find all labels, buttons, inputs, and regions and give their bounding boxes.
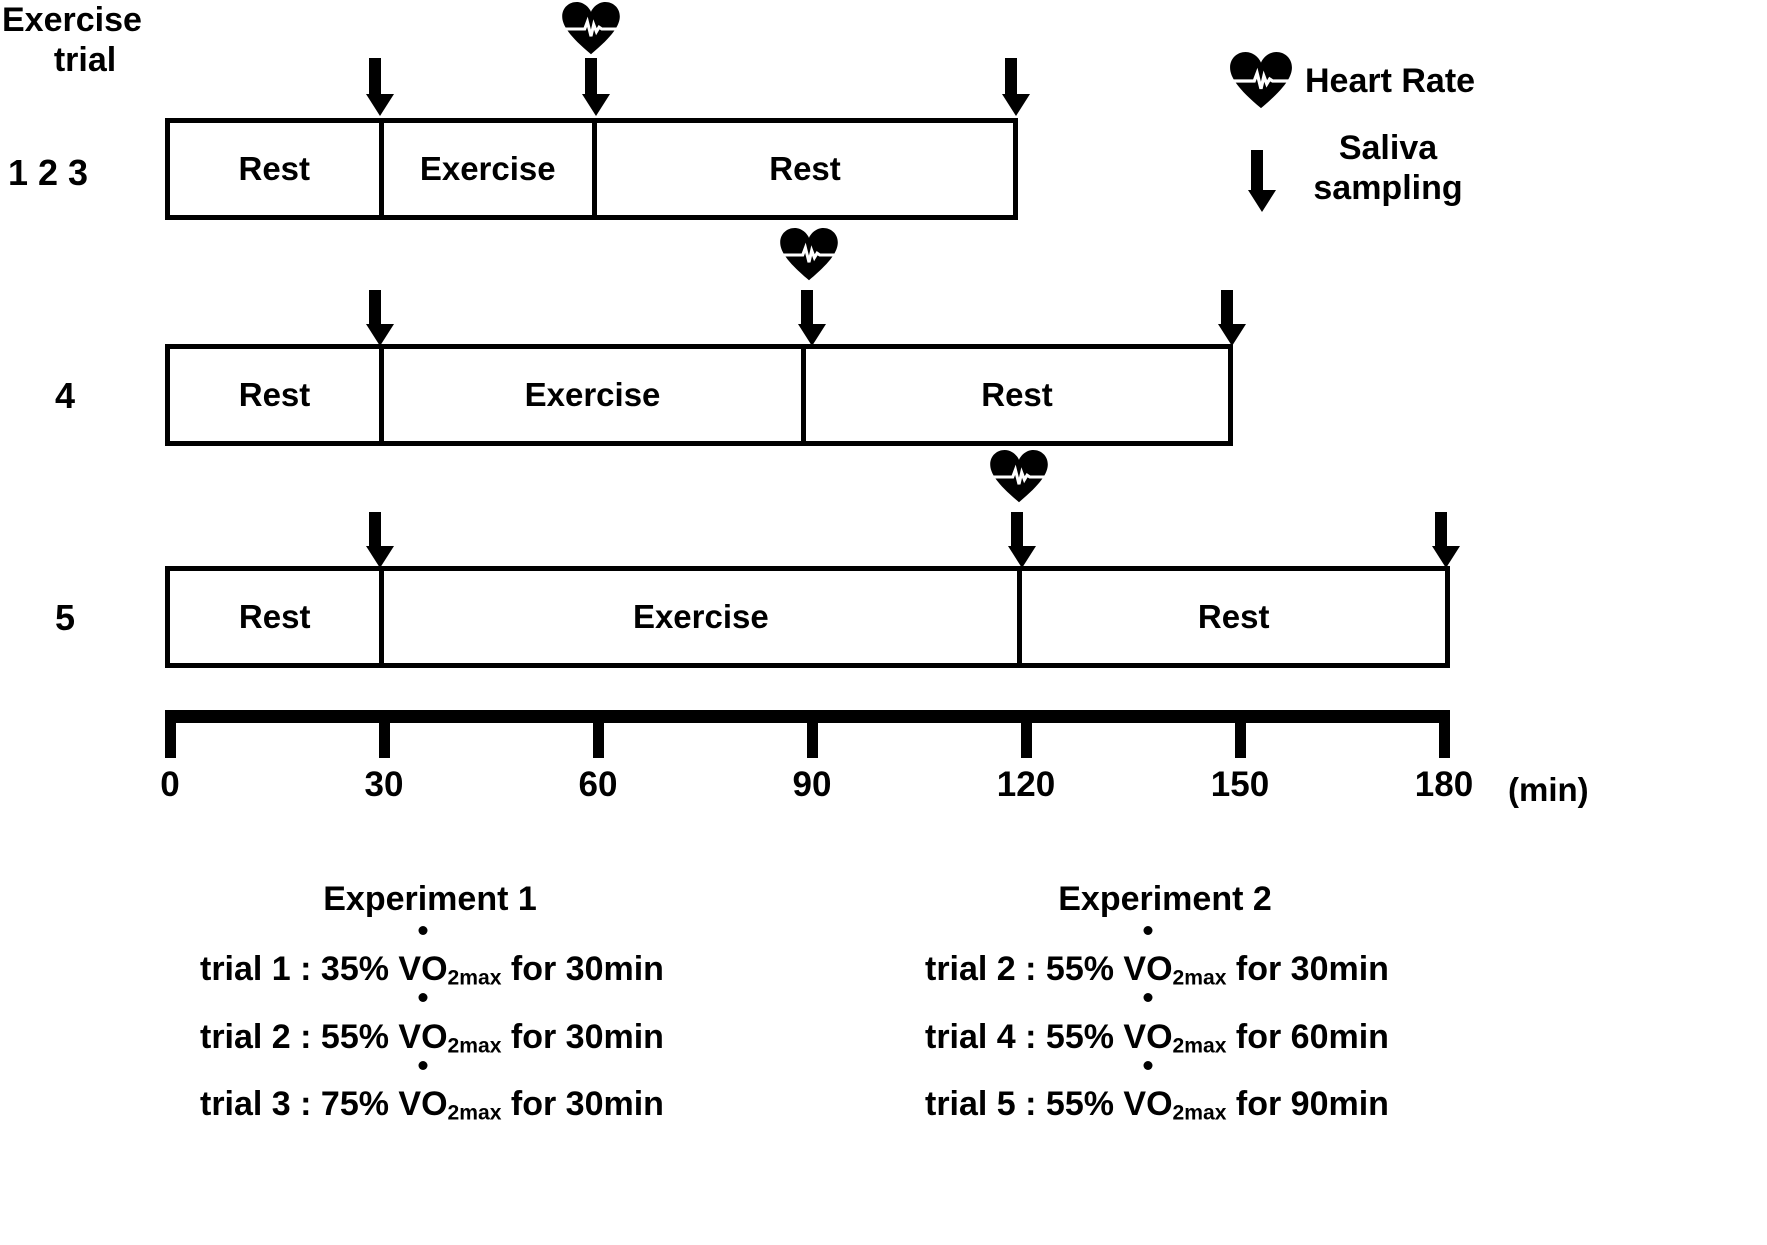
heart-rate-marker-row-3-120 (990, 450, 1048, 504)
axis-tick-label-30: 30 (364, 765, 404, 804)
segment-rest-row-2-b: Rest (981, 376, 1053, 413)
exp2-line2-suffix: for 60min (1226, 1017, 1389, 1056)
axis-tick-label-0: 0 (160, 765, 180, 804)
segment-exercise-row-3: Exercise (384, 571, 1023, 663)
exp1-line1-prefix: trial 1 : 35% (200, 950, 399, 988)
exp2-line3-prefix: trial 5 : 55% (925, 1085, 1124, 1124)
experiment-1-title: Experiment 1 (323, 880, 537, 918)
page-title: Exercise trial (2, 0, 202, 80)
exp1-line1-sub: 2max (447, 966, 502, 990)
segment-rest-row-1-a: Rest (170, 123, 384, 215)
axis-tick-60 (593, 710, 604, 758)
exp2-line3-sub: 2max (1172, 1101, 1227, 1125)
segment-rest-row-3-b: Rest (1197, 598, 1270, 635)
heart-rate-icon (780, 228, 838, 281)
trial-label-row-3: 5 (55, 597, 76, 638)
protocol-bar-row-3: Rest Exercise Rest (165, 566, 1450, 668)
exp2-line1-suffix: for 30min (1226, 950, 1389, 988)
heart-rate-marker-row-2-90 (780, 228, 838, 282)
protocol-bar-row-2: Rest Exercise Rest (165, 344, 1233, 446)
axis-tick-0 (165, 710, 176, 758)
exp1-line3-measure: VO (398, 1085, 448, 1124)
exp2-line1-sub: 2max (1172, 966, 1227, 990)
experiment-2-line-1: trial 2 : 55% VO2max for 30min (925, 925, 1389, 1008)
legend-heart-rate-label: Heart Rate (1305, 62, 1476, 100)
heart-rate-icon (562, 2, 620, 55)
segment-rest-row-1-b: Rest (769, 150, 841, 187)
legend-saliva-label-line2: sampling (1313, 169, 1463, 207)
experiment-1-line-3: trial 3 : 75% VO2max for 30min (200, 1060, 664, 1143)
exp1-line2-prefix: trial 2 : 55% (200, 1017, 399, 1056)
axis-tick-120 (1021, 710, 1032, 758)
heart-rate-marker-row-1-60 (562, 2, 620, 56)
legend-saliva-label: Saliva sampling (1283, 128, 1493, 208)
saliva-marker-row-2-30 (366, 290, 394, 346)
exp1-line2-suffix: for 30min (501, 1017, 664, 1056)
segment-rest-row-3-a: Rest (170, 571, 385, 663)
heart-rate-icon (1230, 52, 1292, 109)
saliva-marker-row-1-30 (366, 58, 394, 116)
saliva-marker-row-3-30 (366, 512, 394, 568)
protocol-bar-row-1: Rest Exercise Rest (165, 118, 1018, 220)
axis-tick-150 (1235, 710, 1246, 758)
exp2-line3-vdot: VO (1123, 1060, 1173, 1124)
segment-rest-row-2-a: Rest (170, 349, 384, 441)
segment-exercise-row-1: Exercise (384, 123, 597, 215)
exp1-line2-measure: VO (398, 1017, 448, 1056)
axis-tick-90 (807, 710, 818, 758)
trial-label-row-1: 1 2 3 (8, 152, 89, 193)
heart-rate-icon (990, 450, 1048, 503)
saliva-marker-row-2-90 (798, 290, 826, 346)
exp2-line2-measure: VO (1123, 1017, 1173, 1056)
saliva-marker-row-1-180 (1002, 58, 1030, 116)
experiment-2-line-2: trial 4 : 55% VO2max for 60min (925, 993, 1389, 1076)
exp2-line2-sub: 2max (1172, 1034, 1227, 1058)
exp1-line3-suffix: for 30min (501, 1085, 664, 1124)
exp1-line3-prefix: trial 3 : 75% (200, 1085, 399, 1124)
exp2-line1-prefix: trial 2 : 55% (925, 950, 1124, 988)
exp1-line3-vdot: VO (398, 1060, 448, 1124)
experiment-2-title: Experiment 2 (1058, 880, 1272, 918)
exp1-line2-sub: 2max (447, 1034, 502, 1058)
exp2-line1-measure: VO (1123, 950, 1173, 988)
exp2-line1-vdot: VO (1123, 925, 1173, 988)
legend-saliva-arrow-icon (1248, 150, 1276, 212)
axis-tick-label-180: 180 (1414, 765, 1474, 804)
saliva-marker-row-3-180 (1432, 512, 1460, 568)
exp1-line1-vdot: VO (398, 925, 448, 988)
exp1-line2-vdot: VO (398, 993, 448, 1056)
axis-tick-label-120: 120 (996, 765, 1056, 804)
experiment-2-line-3: trial 5 : 55% VO2max for 90min (925, 1060, 1389, 1143)
legend-heart-rate (1230, 52, 1292, 110)
experiment-1-lines: trial 1 : 35% VO2max for 30min trial 2 :… (200, 925, 664, 1143)
exp2-line3-measure: VO (1123, 1085, 1173, 1124)
trial-label-row-2: 4 (55, 375, 76, 416)
page-title-line1: Exercise (2, 1, 142, 39)
page-title-line2: trial (53, 41, 117, 79)
exp1-line1-measure: VO (398, 950, 448, 988)
saliva-marker-row-3-120 (1008, 512, 1036, 568)
experiment-1-line-2: trial 2 : 55% VO2max for 30min (200, 993, 664, 1076)
axis-tick-label-90: 90 (792, 765, 832, 804)
saliva-marker-row-2-150 (1218, 290, 1246, 346)
axis-tick-30 (379, 710, 390, 758)
exp2-line2-prefix: trial 4 : 55% (925, 1017, 1124, 1056)
exp2-line2-vdot: VO (1123, 993, 1173, 1056)
saliva-marker-row-1-60 (582, 58, 610, 116)
exp1-line3-sub: 2max (447, 1101, 502, 1125)
axis-tick-180 (1439, 710, 1450, 758)
axis-unit-label: (min) (1508, 771, 1589, 808)
exp2-line3-suffix: for 90min (1226, 1085, 1389, 1124)
segment-exercise-row-2: Exercise (384, 349, 807, 441)
experiment-1-line-1: trial 1 : 35% VO2max for 30min (200, 925, 664, 1008)
legend-saliva-label-line1: Saliva (1338, 129, 1438, 167)
exp1-line1-suffix: for 30min (501, 950, 664, 988)
axis-tick-label-60: 60 (578, 765, 618, 804)
axis-tick-label-150: 150 (1210, 765, 1270, 804)
experiment-2-lines: trial 2 : 55% VO2max for 30min trial 4 :… (925, 925, 1389, 1143)
